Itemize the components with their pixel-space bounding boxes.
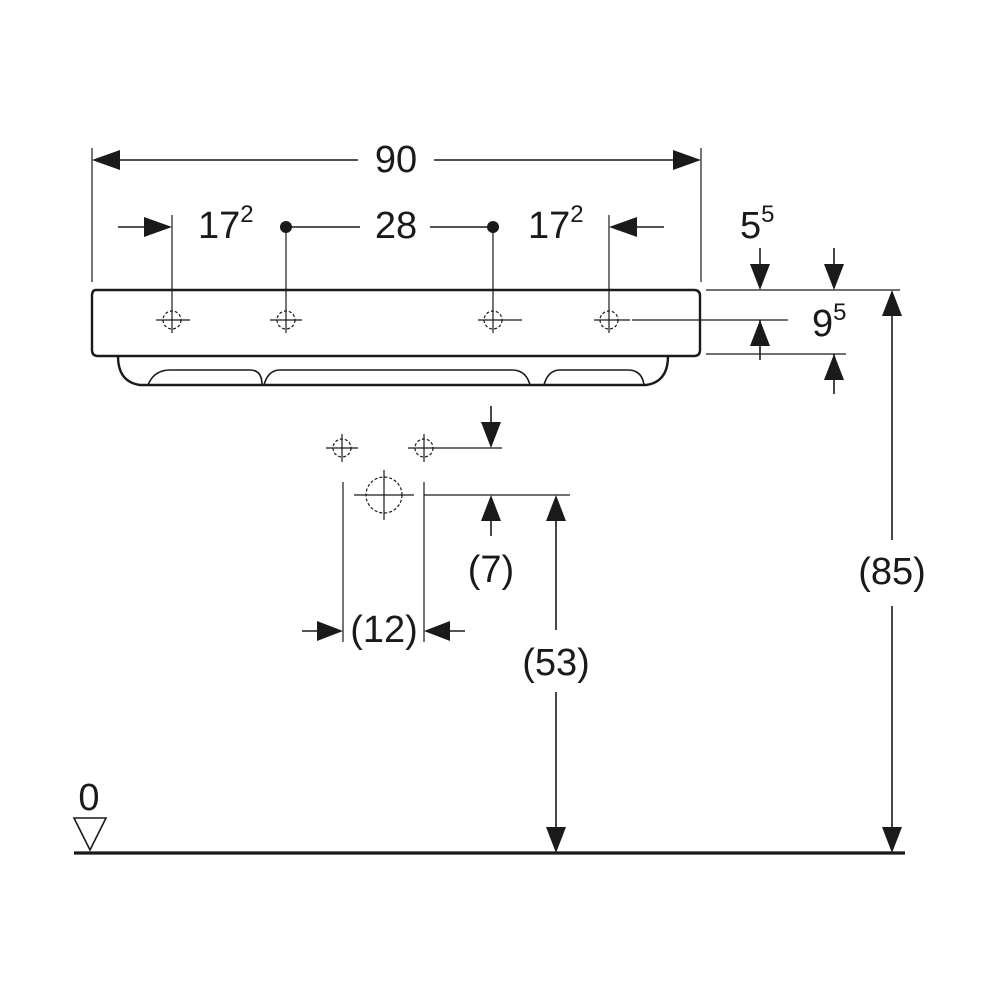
waste-height-label: (53) <box>522 642 590 684</box>
tap-spacing-dimensions: 172 28 172 <box>118 201 664 306</box>
tap-hole-mark-3 <box>478 306 522 333</box>
tap-hole-mark-2 <box>270 306 302 333</box>
total-height-dimension: (85) <box>858 290 926 853</box>
left-offset-label: 172 <box>198 201 254 247</box>
waste-spacing-label: (12) <box>350 609 418 651</box>
tap-hole-mark-1 <box>156 306 190 333</box>
rim-dimensions: 55 95 <box>632 201 900 394</box>
waste-height-dimension: (53) <box>522 495 590 853</box>
waste-connection-marks <box>326 434 502 520</box>
tap-hole-mark-4 <box>594 306 630 333</box>
tap-spacing-label: 28 <box>375 205 417 247</box>
supply-mark-right <box>408 434 502 462</box>
supply-mark-left <box>326 434 358 462</box>
waste-vertical-label: (7) <box>468 549 514 591</box>
floor-level-label: 0 <box>78 777 99 819</box>
tap-hole-marks <box>156 306 630 333</box>
overall-width-label: 90 <box>375 139 417 181</box>
arrow-right-head <box>673 150 701 170</box>
floor-reference: 0 <box>72 777 905 855</box>
hole-depth-label: 55 <box>740 201 775 247</box>
arrow-left-head <box>92 150 120 170</box>
level-marker-icon <box>72 817 108 852</box>
waste-outlet-mark <box>354 470 414 520</box>
waste-spacing-dimension: (12) <box>302 482 465 651</box>
waste-vertical-dimension: (7) <box>424 406 570 591</box>
rim-height-label: 95 <box>812 299 847 345</box>
basin-body <box>90 288 702 387</box>
total-height-label: (85) <box>858 551 926 593</box>
right-offset-label: 172 <box>528 201 584 247</box>
overall-width-dimension: 90 <box>91 139 702 282</box>
